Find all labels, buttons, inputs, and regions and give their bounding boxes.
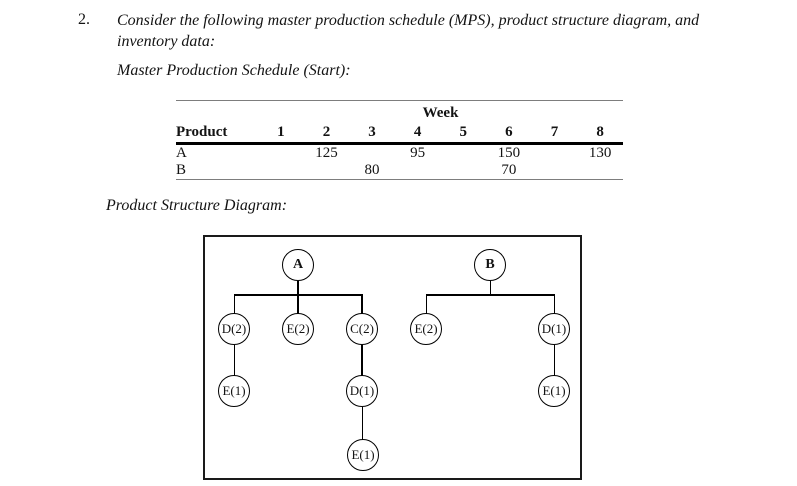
connector-a-to-e2: [297, 294, 299, 314]
cell-b-week-4: [395, 162, 441, 180]
cell-a-week-3: [349, 144, 395, 163]
col-header-week-5: 5: [440, 124, 487, 145]
week-group-row: Week: [176, 101, 623, 125]
col-header-week-7: 7: [531, 124, 578, 145]
col-header-week-3: 3: [349, 124, 395, 145]
cell-b-week-3: 80: [364, 162, 380, 178]
cell-a-week-8: 130: [588, 145, 612, 161]
connector-c2-to-d1: [361, 345, 363, 376]
cell-a-week-5: [440, 144, 486, 163]
cell-b-week-6: 70: [501, 162, 517, 178]
node-b-e2: E(2): [410, 313, 442, 345]
connector-b-stem: [489, 281, 491, 295]
connector-b-to-d1: [553, 294, 555, 314]
col-header-product: Product: [176, 124, 259, 145]
connector-a-stem: [297, 281, 299, 295]
cell-a-week-6: 150: [497, 145, 521, 161]
diagram-caption: Product Structure Diagram:: [106, 197, 288, 214]
connector-a-to-c2: [361, 294, 363, 314]
col-header-week-8: 8: [577, 124, 623, 145]
week-group-header: Week: [422, 105, 459, 121]
node-a-c2: C(2): [346, 313, 378, 345]
connector-b-to-e2: [425, 294, 427, 314]
node-a-c2-d1-e1: E(1): [347, 439, 379, 471]
cell-b-week-5: [440, 162, 486, 180]
problem-statement-line-1: Consider the following master production…: [117, 12, 700, 29]
node-b-d1: D(1): [538, 313, 570, 345]
node-b-root: B: [474, 249, 506, 281]
node-a-c2-d1: D(1): [346, 375, 378, 407]
cell-a-week-4: 95: [410, 145, 426, 161]
row-b-label: B: [176, 162, 187, 178]
cell-b-week-7: [532, 162, 578, 180]
connector-a-to-d2: [233, 294, 235, 314]
mps-table: Week Product 1 2 3 4 5 6 7 8 A 125 95: [176, 100, 623, 180]
connector-d2-to-e1: [233, 345, 235, 376]
node-a-root: A: [282, 249, 314, 281]
node-a-d2: D(2): [218, 313, 250, 345]
col-header-week-2: 2: [303, 124, 350, 145]
row-a-label: A: [176, 145, 187, 161]
week-group-spacer: [176, 101, 258, 125]
connector-b-d1-to-e1: [553, 345, 555, 376]
cell-a-week-1: [258, 144, 304, 163]
cell-a-week-7: [532, 144, 578, 163]
cell-a-week-2: 125: [315, 145, 338, 161]
col-header-week-1: 1: [258, 124, 304, 145]
problem-statement: Consider the following master production…: [117, 10, 747, 52]
table-header-row: Product 1 2 3 4 5 6 7 8: [176, 124, 623, 145]
node-b-d1-e1: E(1): [538, 375, 570, 407]
mps-caption: Master Production Schedule (Start):: [117, 62, 351, 79]
node-a-e2: E(2): [282, 313, 314, 345]
connector-b-branch-bar: [425, 294, 555, 296]
problem-statement-line-2: inventory data:: [117, 33, 216, 50]
table-row-product-b: B 80 70: [176, 162, 623, 180]
product-structure-diagram: A D(2) E(2) C(2) E(1) D(1) E(1) B E(2) D…: [203, 235, 582, 480]
col-header-week-4: 4: [394, 124, 441, 145]
table-row-product-a: A 125 95 150 130: [176, 144, 623, 163]
connector-d1-to-e1: [361, 407, 363, 440]
problem-number: 2.: [78, 11, 90, 28]
node-a-d2-e1: E(1): [218, 375, 250, 407]
cell-b-week-2: [304, 162, 350, 180]
col-header-week-6: 6: [486, 124, 532, 145]
cell-b-week-8: [577, 162, 623, 180]
cell-b-week-1: [258, 162, 304, 180]
